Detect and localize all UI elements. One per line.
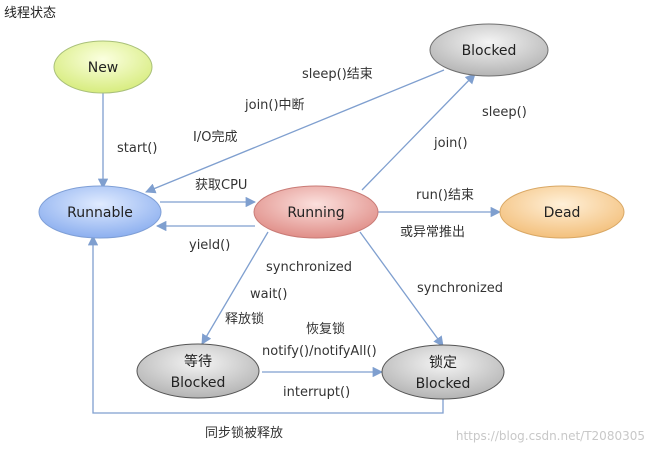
label-run-end-2: 或异常推出 [400,225,465,240]
node-running-label: Running [287,205,344,221]
label-sleep: sleep() [482,105,527,120]
label-get-cpu: 获取CPU [195,178,247,193]
edge-running-blocked [361,73,476,191]
label-sync-release: 同步锁被释放 [205,425,283,441]
label-notify: notify()/notifyAll() [262,344,377,359]
node-new-label: New [88,60,119,76]
node-wait-blocked: 等待 Blocked [136,343,260,399]
label-synchronized-right: synchronized [417,281,503,296]
label-yield: yield() [189,238,230,253]
label-interrupt: interrupt() [283,385,350,400]
edge-blocked-runnable [145,69,445,194]
node-running: Running [253,185,379,239]
label-start: start() [117,141,157,156]
node-lock-label-1: 锁定 [429,355,457,371]
edge-lock-runnable [87,234,444,414]
label-join: join() [433,136,468,151]
node-blocked-top: Blocked [429,23,549,77]
node-lock-label-2: Blocked [416,376,471,392]
node-blocked-top-label: Blocked [462,43,517,59]
node-lock-blocked: 锁定 Blocked [381,344,505,400]
label-wait: wait() [250,287,287,302]
label-synchronized-left: synchronized [266,260,352,275]
edge-running-wait [201,231,269,345]
node-runnable: Runnable [38,185,162,239]
edge-running-lock [359,231,444,347]
label-release-lock: 释放锁 [225,311,264,327]
label-run-end-1: run()结束 [416,188,474,203]
node-new: New [53,40,153,94]
label-sleep-end: sleep()结束 [302,67,373,82]
label-io-done: I/O完成 [193,130,237,145]
label-restore-lock: 恢复锁 [306,321,345,337]
node-wait-label-2: Blocked [171,375,226,391]
node-wait-label-1: 等待 [184,353,212,370]
label-join-interrupt: join()中断 [244,98,305,113]
node-dead: Dead [499,185,625,239]
node-dead-label: Dead [544,205,581,221]
diagram-title: 线程状态 [4,6,57,21]
node-runnable-label: Runnable [67,205,133,221]
watermark: https://blog.csdn.net/T2080305 [455,429,645,443]
